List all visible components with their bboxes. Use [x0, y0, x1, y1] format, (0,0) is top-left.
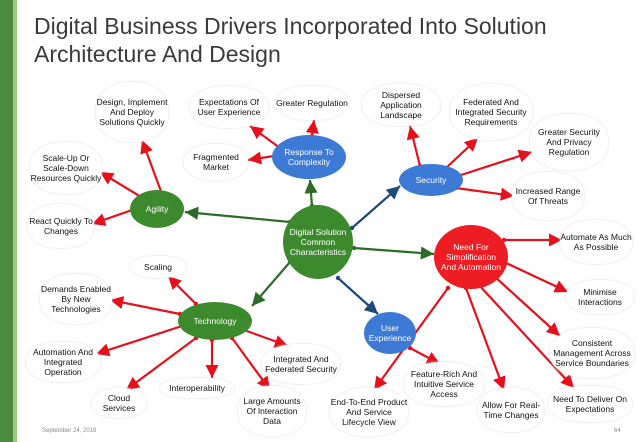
link-center-automation-origin-dot	[351, 245, 357, 251]
node-automation-ops: Automation And Integrated Operation	[26, 342, 100, 382]
node-automate: Automate As Much As Possible	[560, 220, 632, 264]
link-complexity-fragmented	[247, 151, 275, 165]
node-deliver: Need To Deliver On Expectations	[548, 386, 632, 422]
link-automation-realtime	[464, 287, 506, 391]
hub-complexity: Response To Complexity	[272, 135, 346, 179]
node-federated: Federated And Integrated Security Requir…	[450, 84, 532, 140]
link-security-privacy	[457, 149, 533, 178]
left-accent-stripe	[13, 0, 17, 442]
hub-agility-label: Agility	[145, 204, 169, 214]
node-react: React Quickly To Changes	[28, 204, 94, 248]
link-technology-scaling	[167, 275, 197, 305]
node-interoperability: Interoperability	[160, 378, 234, 398]
footer-page-number: 64	[614, 428, 621, 434]
node-fragmented: Fragmented Market	[184, 144, 248, 180]
node-design: Design, Implement And Deploy Solutions Q…	[96, 82, 168, 142]
link-technology-demands	[109, 296, 181, 316]
link-center-agility	[184, 206, 291, 224]
node-security-privacy: Greater Security And Privacy Regulation	[530, 114, 608, 170]
link-security-dispersed	[406, 125, 422, 167]
node-featurerich: Feature-Rich And Intuitive Service Acces…	[404, 362, 484, 406]
link-center-complexity	[304, 179, 318, 207]
link-center-ux	[337, 277, 379, 315]
link-technology-automation-ops	[95, 324, 183, 357]
link-center-technology	[251, 261, 291, 307]
link-agility-react	[91, 208, 133, 226]
link-technology-integrated	[243, 328, 289, 348]
link-technology-large	[231, 337, 271, 391]
node-consistent: Consistent Management Across Service Bou…	[550, 328, 634, 378]
hub-security: Security	[399, 164, 463, 196]
node-dispersed: Dispersed Application Landscape	[362, 84, 440, 126]
hub-complexity-label: Response To Complexity	[284, 147, 334, 167]
node-expectations: Expectations Of User Experience	[190, 86, 268, 128]
link-ux-featurerich	[409, 347, 441, 365]
node-endtoend: End-To-End Product And Service Lifecycle…	[330, 388, 408, 436]
link-security-threats	[455, 186, 515, 201]
link-automation-consistent	[493, 275, 561, 337]
hub-technology: Technology	[178, 302, 252, 340]
link-technology-cloud	[125, 337, 197, 391]
hub-automation: Need For Simplification And Automation	[434, 225, 508, 289]
hub-technology-label: Technology	[193, 316, 237, 326]
hub-agility: Agility	[130, 190, 184, 228]
center-hub: Digital Solution Common Characteristics	[283, 205, 353, 279]
link-agility-design	[140, 139, 164, 195]
hub-user-experience: User Experience	[364, 312, 416, 354]
link-center-ux-origin-dot	[335, 275, 341, 281]
node-demands: Demands Enabled By New Technologies	[40, 274, 112, 324]
footer-date: September 24, 2018	[42, 428, 97, 434]
link-security-federated	[445, 137, 479, 169]
node-cloud: Cloud Services	[92, 388, 146, 418]
node-scaling: Scaling	[130, 256, 186, 278]
link-complexity-regulation	[305, 119, 319, 137]
hub-automation-label: Need For Simplification And Automation	[440, 242, 501, 272]
link-automation-minimise	[503, 261, 569, 293]
link-center-automation	[353, 246, 435, 260]
node-regulation: Greater Regulation	[276, 86, 348, 120]
node-scaleup: Scale-Up Or Scale-Down Resources Quickly	[30, 142, 102, 194]
hub-security-label: Security	[415, 175, 447, 185]
node-minimise: Minimise Interactions	[566, 280, 634, 314]
left-accent-bar	[0, 0, 13, 442]
node-threats: Increased Range Of Threats	[512, 172, 584, 220]
node-large: Large Amounts Of Interaction Data	[238, 386, 306, 436]
node-realtime: Allow For Real-Time Changes	[478, 388, 544, 432]
center-hub-label: Digital Solution Common Characteristics	[289, 227, 347, 257]
link-automation-endtoend-origin-dot	[445, 285, 451, 291]
link-center-security	[351, 185, 401, 229]
hub-user-experience-label: User Experience	[368, 323, 412, 343]
slide-title: Digital Business Drivers Incorporated In…	[34, 13, 547, 67]
link-automation-deliver	[477, 283, 575, 389]
node-integrated: Integrated And Federated Security	[262, 344, 340, 384]
link-complexity-expectations	[249, 125, 281, 149]
